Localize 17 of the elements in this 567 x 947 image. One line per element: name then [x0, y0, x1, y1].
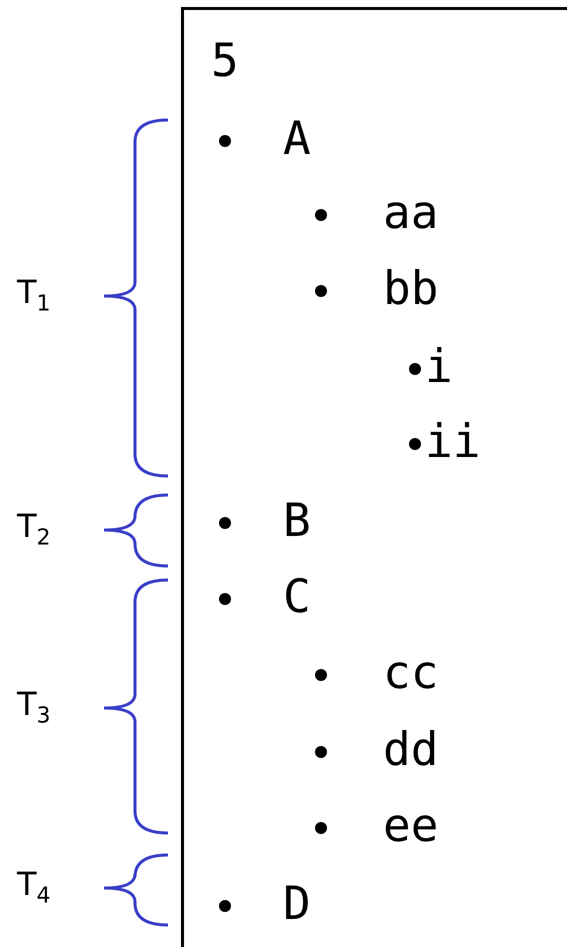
list-item: ii — [425, 418, 480, 464]
time-label: T$_{4}$ — [17, 868, 51, 908]
slide-number: 5 — [211, 37, 239, 83]
list-item: B — [283, 497, 311, 543]
list-item: D — [283, 880, 311, 926]
list-item: A — [283, 115, 311, 161]
time-label: T$_{2}$ — [17, 510, 51, 550]
list-item: C — [283, 573, 311, 619]
list-item: aa — [383, 189, 438, 235]
time-label: T$_{1}$ — [17, 276, 51, 316]
list-item: bb — [383, 265, 438, 311]
list-item: i — [425, 343, 453, 389]
list-item: ee — [383, 802, 438, 848]
time-label: T$_{3}$ — [17, 688, 51, 728]
list-item: dd — [383, 726, 438, 772]
list-panel — [181, 7, 567, 947]
list-item: cc — [383, 649, 438, 695]
